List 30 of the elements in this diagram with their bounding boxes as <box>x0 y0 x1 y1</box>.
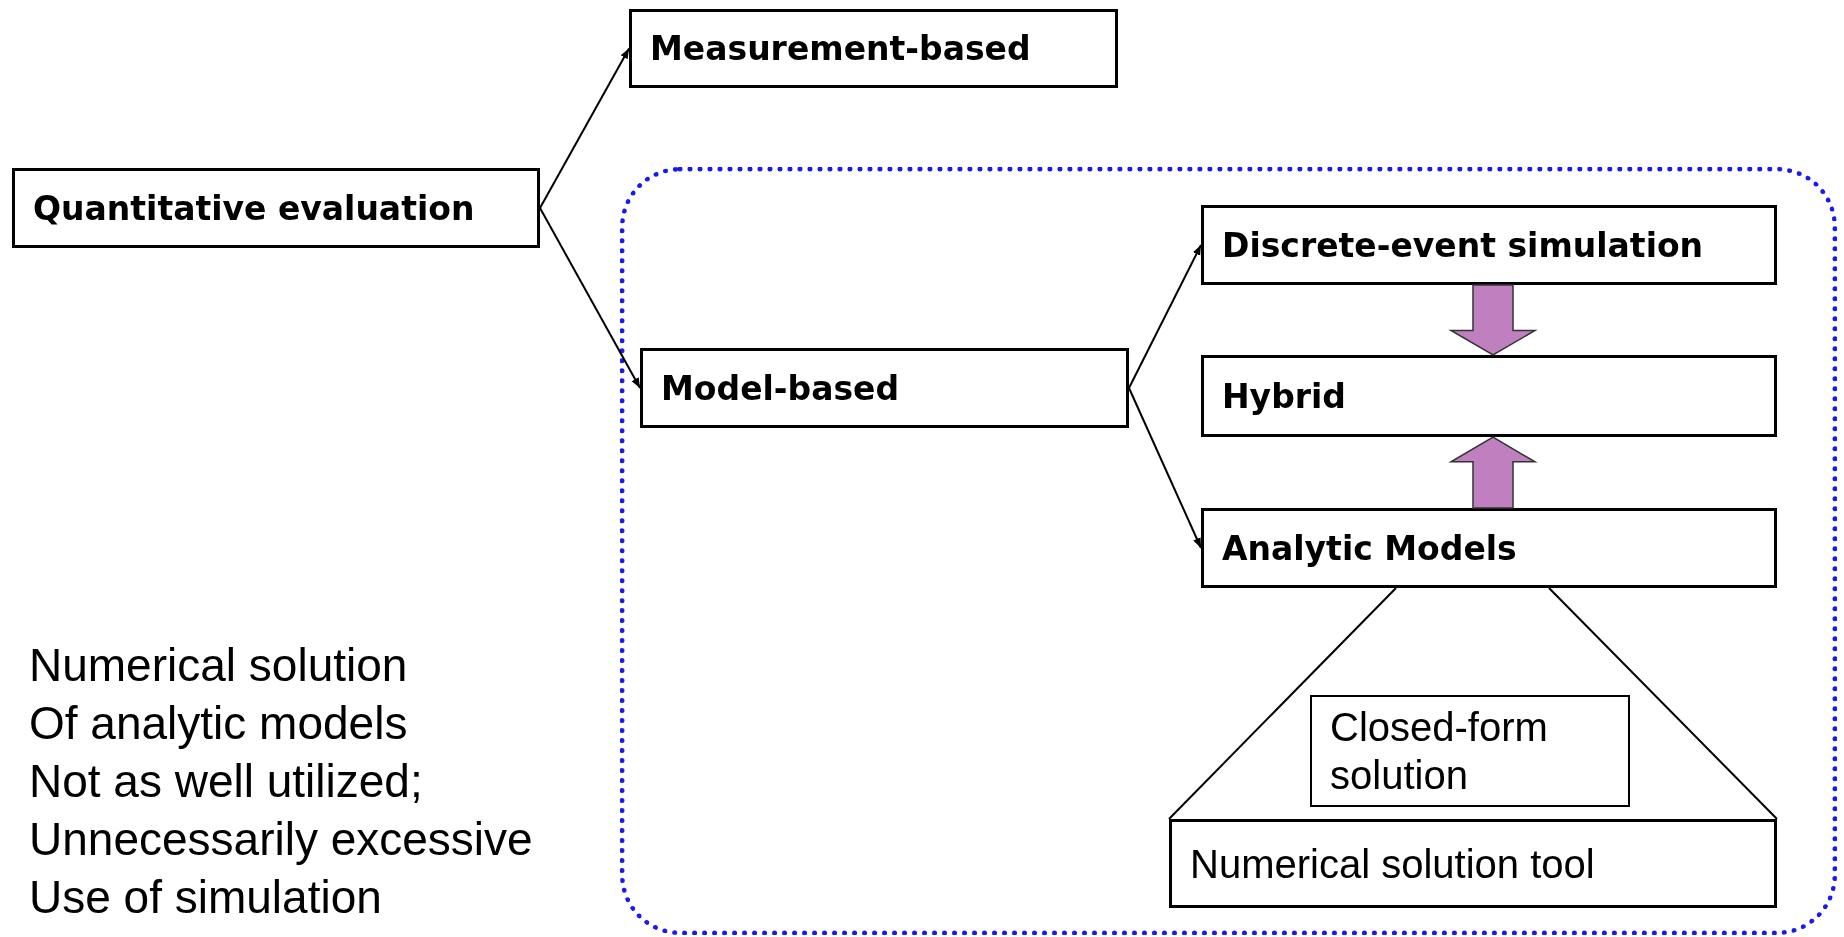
note-text: Numerical solution <box>29 638 408 693</box>
process-box <box>1201 355 1777 437</box>
process-box <box>629 9 1118 88</box>
box-label: Measurement-based <box>650 29 1031 68</box>
zoom-line <box>1548 587 1778 820</box>
box-label: Numerical solution tool <box>1190 840 1595 888</box>
process-box <box>1201 508 1777 588</box>
arrow <box>1128 244 1202 389</box>
process-box <box>640 348 1129 428</box>
box-label: Hybrid <box>1222 376 1346 416</box>
note-text: Of analytic models <box>29 696 408 751</box>
block-arrow <box>1448 436 1538 509</box>
zoom-line <box>1168 587 1397 820</box>
note-text: Unnecessarily excessive <box>29 812 533 867</box>
note-text: Use of simulation <box>29 870 382 925</box>
process-box <box>1310 695 1630 807</box>
box-label: Model-based <box>661 368 900 408</box>
process-box <box>1201 205 1777 285</box>
box-label: Analytic Models <box>1222 528 1517 568</box>
arrow <box>539 47 630 209</box>
arrow <box>539 207 641 389</box>
dotted-group-outline <box>620 167 1837 935</box>
box-label: Quantitative evaluation <box>33 188 475 228</box>
process-box <box>12 168 540 248</box>
box-label: Discrete-event simulation <box>1222 225 1704 265</box>
arrow <box>1128 387 1202 549</box>
block-arrow <box>1448 284 1538 356</box>
box-label: Closed-form solution <box>1330 704 1549 799</box>
process-box <box>1169 819 1777 908</box>
note-text: Not as well utilized; <box>29 754 423 809</box>
